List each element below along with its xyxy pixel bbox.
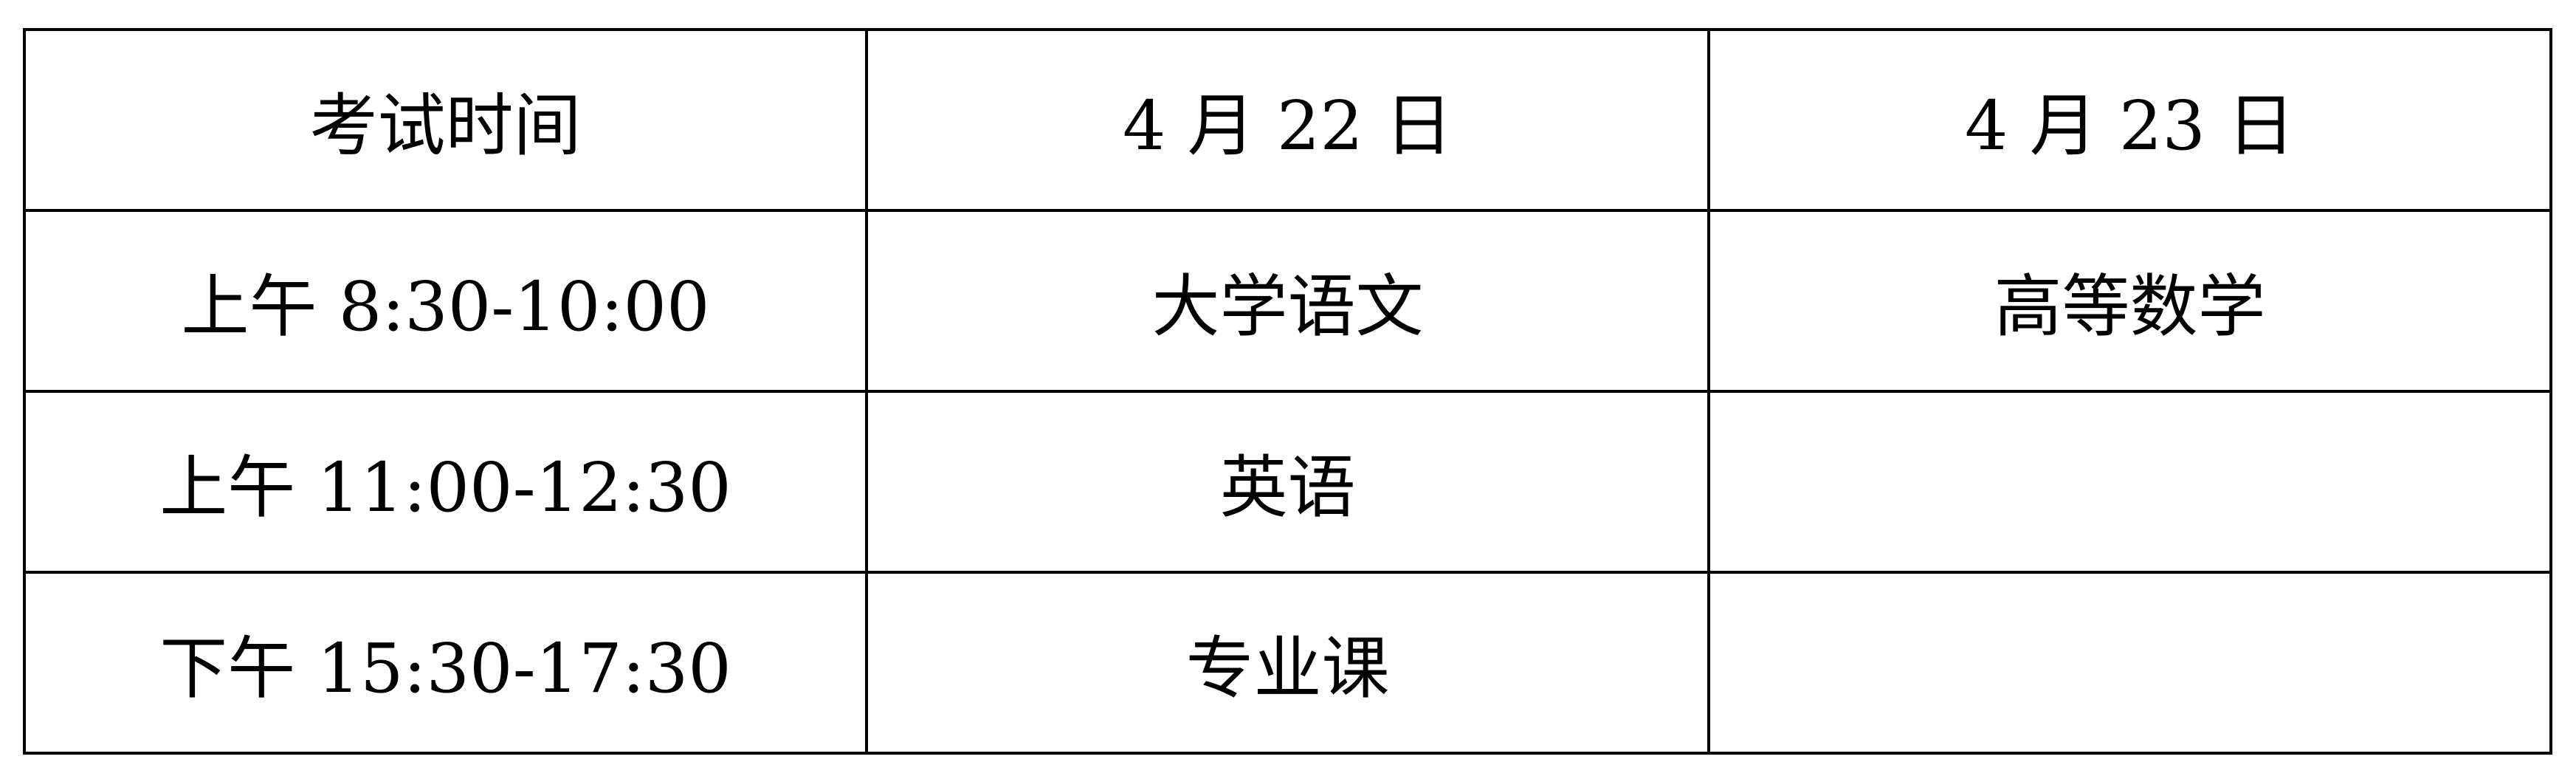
header-date-apr-23: 4 月 23 日 — [1707, 28, 2552, 212]
table-row: 上午 11:00-12:30 英语 — [23, 390, 2552, 574]
header-date-apr-22: 4 月 22 日 — [865, 28, 1710, 212]
time-cell: 上午 8:30-10:00 — [23, 209, 868, 393]
header-exam-time: 考试时间 — [23, 28, 868, 212]
subject-cell: 专业课 — [865, 571, 1710, 755]
time-cell: 下午 15:30-17:30 — [23, 571, 868, 755]
table-row: 上午 8:30-10:00 大学语文 高等数学 — [23, 209, 2552, 393]
subject-cell — [1707, 390, 2552, 574]
subject-cell: 英语 — [865, 390, 1710, 574]
table-row: 下午 15:30-17:30 专业课 — [23, 571, 2552, 755]
time-cell: 上午 11:00-12:30 — [23, 390, 868, 574]
subject-cell: 大学语文 — [865, 209, 1710, 393]
subject-cell — [1707, 571, 2552, 755]
exam-schedule-table: 考试时间 4 月 22 日 4 月 23 日 上午 8:30-10:00 大学语… — [23, 28, 2552, 755]
subject-cell: 高等数学 — [1707, 209, 2552, 393]
header-row: 考试时间 4 月 22 日 4 月 23 日 — [23, 28, 2552, 212]
